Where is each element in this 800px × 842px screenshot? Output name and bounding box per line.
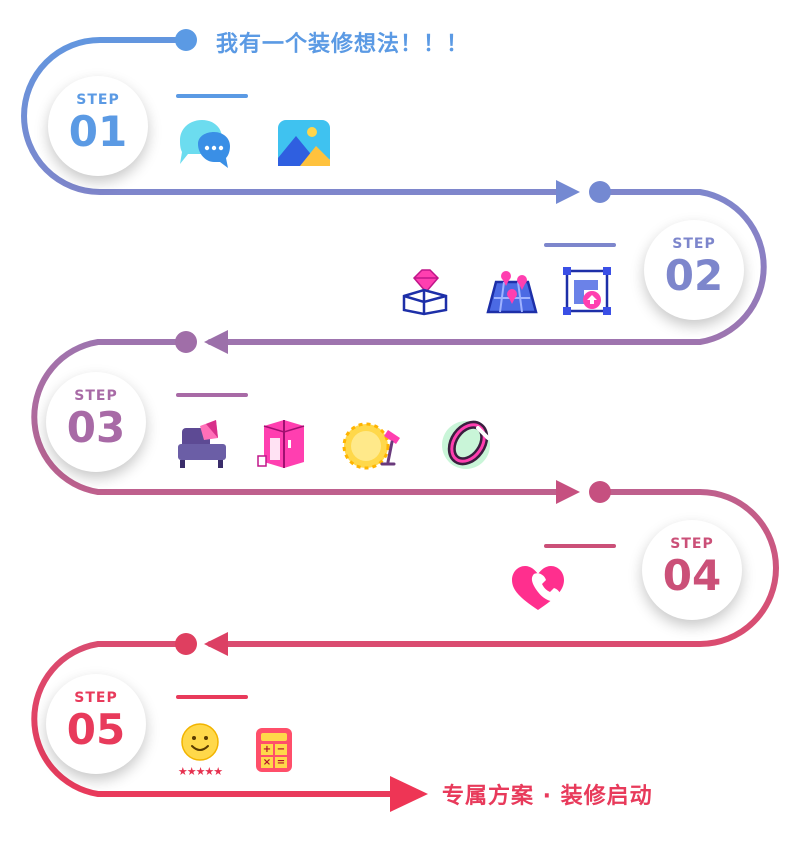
smiley-face-icon [181,723,219,761]
wardrobe-icon [257,420,305,468]
step-divider [176,695,248,699]
path-segment [207,489,779,647]
arrow-right-icon [556,180,580,204]
step-label: STEP [670,536,714,552]
calculator-key: + [261,744,273,755]
step-divider [176,94,248,98]
step-badge-01: STEP 01 [48,76,148,176]
diamond-box-icon [402,269,448,316]
path-dot [175,331,197,353]
step-divider [544,544,616,548]
step-divider [176,393,248,397]
sofa-icon [178,420,226,468]
step-label: STEP [76,92,120,108]
end-title: 专属方案 · 装修启动 [442,784,653,809]
step-number: 04 [662,551,722,600]
image-landscape-icon [278,120,330,166]
path-segment [207,189,767,345]
arrow-left-icon [204,632,228,656]
calculator-key: − [275,744,287,755]
step-label: STEP [672,236,716,252]
chat-bubble-icon [180,120,230,168]
map-pins-icon [486,271,538,314]
step-number: 02 [664,251,724,300]
calculator-key: × [261,757,273,768]
path-segment [21,37,563,195]
calculator-icon: + − × = [256,728,292,772]
start-title: 我有一个装修想法！！！ [216,32,470,57]
arrow-right-end-icon [390,776,428,812]
image-upload-icon [563,267,611,315]
smiley-rating-icon: ★★★★★ [170,722,230,778]
path-dot [175,633,197,655]
arrow-right-icon [556,480,580,504]
path-dot [589,181,611,203]
calculator-screen [261,733,287,741]
step-badge-02: STEP 02 [644,220,744,320]
step-badge-04: STEP 04 [642,520,742,620]
ring-icon [442,420,490,469]
step-label: STEP [74,388,118,404]
arrow-left-icon [204,330,228,354]
step-number: 01 [68,107,128,156]
path-dot [589,481,611,503]
heart-phone-icon [512,566,564,610]
rating-stars: ★★★★★ [177,765,223,778]
step-badge-03: STEP 03 [46,372,146,472]
path-segment [31,339,563,495]
calculator-key: = [275,757,287,768]
step-number: 05 [66,705,126,754]
step-label: STEP [74,690,118,706]
step-divider [544,243,616,247]
path-dot [175,29,197,51]
step-badge-05: STEP 05 [46,674,146,774]
path-segment [31,641,395,797]
step-number: 03 [66,403,126,452]
sun-lamp-icon [342,422,400,470]
